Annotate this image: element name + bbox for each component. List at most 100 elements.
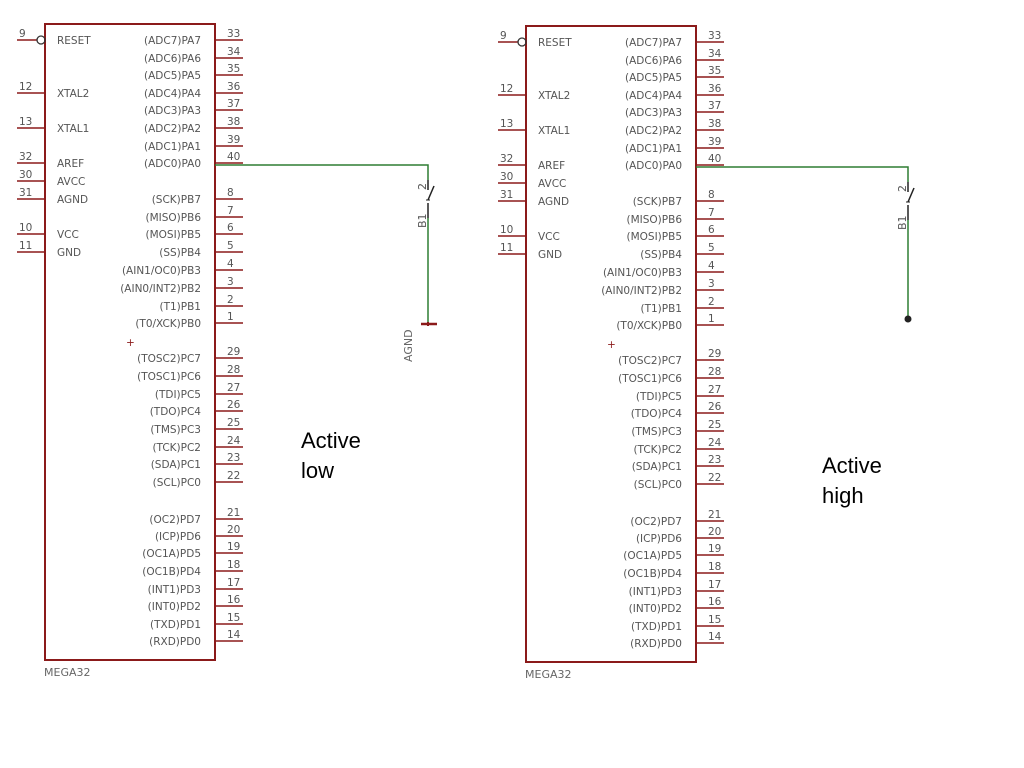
pin-label: (T1)PB1 [640,303,682,315]
caption-line-1: Active [301,428,361,453]
pin-number: 3 [227,276,234,288]
plus-mark: + [607,339,616,351]
pin-label: (ADC4)PA4 [144,88,201,100]
pin-label: (SCL)PC0 [634,479,682,491]
pin-label: RESET [57,35,91,47]
circuit-active-high: 9RESET12XTAL213XTAL132AREF30AVCC31AGND10… [498,25,915,681]
pin-label: (RXD)PD0 [149,636,201,648]
pushbutton-switch: 2 B1 [416,180,435,228]
pin-number: 36 [227,81,241,93]
pin-label: (ADC7)PA7 [625,37,682,49]
pin-number: 20 [708,526,721,538]
pin-label: (SCK)PB7 [633,196,682,208]
wire-pa0-to-switch [215,164,429,180]
pin-number: 37 [227,98,240,110]
pin-label: (TXD)PD1 [631,621,682,633]
pin-label: (OC1A)PD5 [142,548,201,560]
pin-label: (T0/XCK)PB0 [616,320,682,332]
pin-number: 17 [227,577,240,589]
pin-number: 36 [708,83,722,95]
pin-label: (ADC6)PA6 [144,53,201,65]
pin-number: 39 [227,134,240,146]
switch-name: B1 [896,215,909,230]
chip-name: MEGA32 [525,668,572,681]
pin-label: (ADC4)PA4 [625,90,682,102]
pin-number: 32 [500,153,513,165]
pin-label: (AIN0/INT2)PB2 [601,285,682,297]
pin-number: 1 [227,311,234,323]
pin-label: XTAL1 [57,123,89,135]
switch-pin-number: 2 [896,185,909,192]
pin-number: 10 [500,224,513,236]
pin-number: 21 [708,509,721,521]
pin-label: (TMS)PC3 [631,426,682,438]
pin-label: (ADC6)PA6 [625,55,682,67]
pin-label: AVCC [538,178,566,190]
pin-label: AGND [538,196,569,208]
pin-label: (ADC7)PA7 [144,35,201,47]
pin-number: 3 [708,278,715,290]
pin-number: 30 [19,169,32,181]
pin-number: 8 [227,187,234,199]
pin-label: (SCL)PC0 [153,477,201,489]
right-pin-group: 33(ADC7)PA734(ADC6)PA635(ADC5)PA536(ADC4… [601,30,724,650]
pin-label: (MOSI)PB5 [627,231,683,243]
pin-label: (AIN0/INT2)PB2 [120,283,201,295]
pin-number: 38 [708,118,721,130]
pin-label: XTAL2 [538,90,570,102]
pin-label: (ADC1)PA1 [625,143,682,155]
pin-number: 12 [500,83,513,95]
pin-number: 15 [708,614,721,626]
pin-label: (OC1A)PD5 [623,550,682,562]
pin-label: (ADC2)PA2 [144,123,201,135]
pin-number: 19 [227,541,240,553]
pin-label: (ADC2)PA2 [625,125,682,137]
pin-number: 14 [708,631,722,643]
pin-number: 16 [708,596,722,608]
pin-label: (SCK)PB7 [152,194,201,206]
pin-number: 6 [708,224,715,236]
inverter-bubble-icon [36,35,46,45]
pin-label: (TOSC1)PC6 [618,373,682,385]
pin-number: 4 [227,258,234,270]
pin-label: (TMS)PC3 [150,424,201,436]
pin-label: VCC [57,229,79,241]
pin-label: (OC2)PD7 [149,514,201,526]
pushbutton-switch: 2 B1 [896,182,915,230]
pin-label: (ADC0)PA0 [144,158,201,170]
pin-number: 28 [227,364,240,376]
pin-label: XTAL2 [57,88,89,100]
pin-number: 31 [500,189,513,201]
pin-label: (TOSC2)PC7 [618,355,682,367]
pin-number: 18 [708,561,721,573]
pin-label: (TXD)PD1 [150,619,201,631]
switch-name: B1 [416,213,429,228]
pin-number: 25 [227,417,240,429]
pin-label: (MISO)PB6 [627,214,683,226]
pin-number: 29 [708,348,721,360]
pin-number: 37 [708,100,721,112]
pin-number: 22 [227,470,240,482]
pin-number: 17 [708,579,721,591]
pin-number: 7 [708,207,715,219]
pin-label: (OC1B)PD4 [142,566,201,578]
chip-body [44,23,216,661]
pin-label: (TOSC2)PC7 [137,353,201,365]
pin-label: (MISO)PB6 [146,212,202,224]
pin-label: AREF [57,158,84,170]
pin-number: 9 [19,28,26,40]
pin-label: (ADC3)PA3 [144,105,201,117]
pin-number: 30 [500,171,513,183]
pin-label: (AIN1/OC0)PB3 [122,265,201,277]
pin-number: 21 [227,507,240,519]
pin-label: (TDI)PC5 [155,389,201,401]
pin-number: 19 [708,543,721,555]
pin-number: 32 [19,151,32,163]
pin-label: (AIN1/OC0)PB3 [603,267,682,279]
pin-label: (INT0)PD2 [148,601,201,613]
pin-number: 22 [708,472,721,484]
pin-number: 27 [227,382,240,394]
pin-label: (OC1B)PD4 [623,568,682,580]
pin-number: 31 [19,187,32,199]
pin-number: 20 [227,524,240,536]
